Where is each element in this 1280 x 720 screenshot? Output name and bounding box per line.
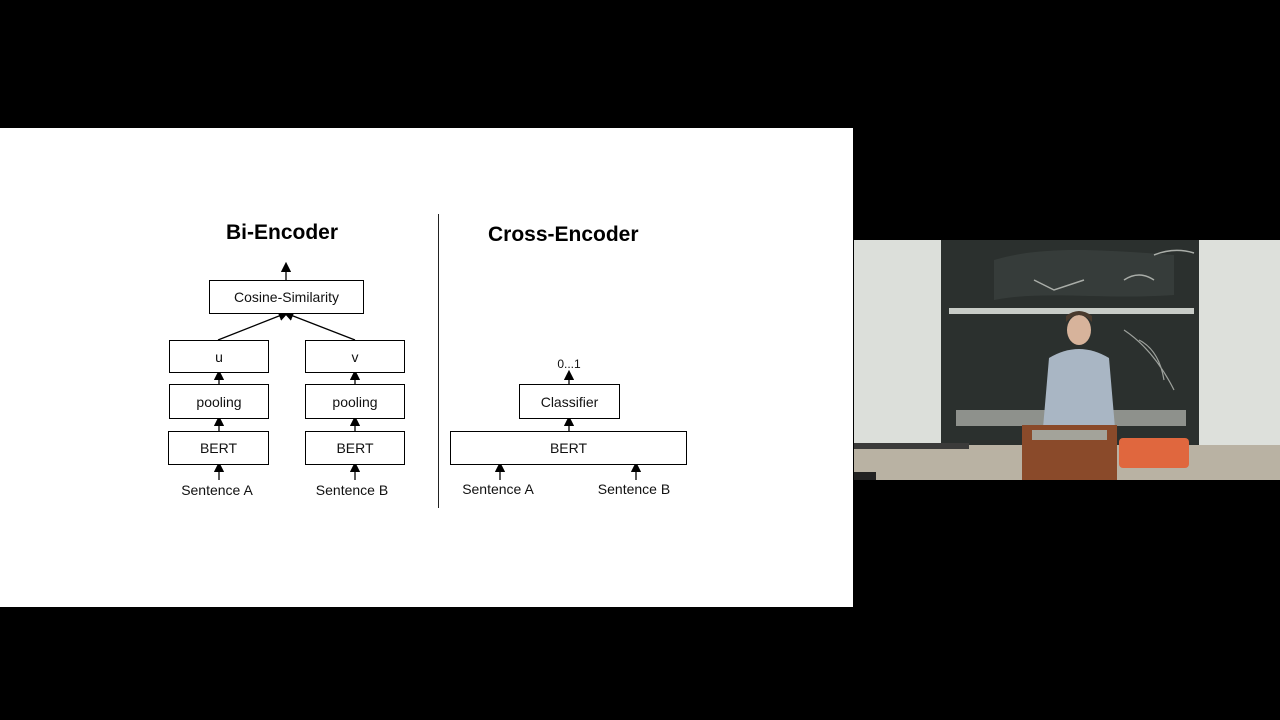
sentence-a-label: Sentence A — [181, 482, 253, 498]
cross-sentence-b-label: Sentence B — [597, 481, 671, 497]
bert-left-box: BERT — [168, 431, 269, 465]
presentation-slide: Bi-Encoder Cosine-Similarity u v pooling… — [0, 128, 853, 607]
sentence-b-label: Sentence B — [315, 482, 389, 498]
vector-u-box: u — [169, 340, 269, 373]
bert-right-box: BERT — [305, 431, 405, 465]
cross-encoder-title: Cross-Encoder — [488, 223, 639, 246]
bert-cross-box: BERT — [450, 431, 687, 465]
pooling-right-box: pooling — [305, 384, 405, 419]
output-range-label: 0...1 — [557, 357, 581, 371]
section-divider — [438, 214, 439, 508]
vector-v-box: v — [305, 340, 405, 373]
arrow-connectors — [213, 261, 642, 480]
speaker-video-image — [854, 240, 1280, 480]
bi-encoder-title: Bi-Encoder — [226, 221, 339, 244]
speaker-video-feed — [854, 240, 1280, 480]
cross-sentence-a-label: Sentence A — [462, 481, 534, 497]
classifier-box: Classifier — [519, 384, 620, 419]
cosine-similarity-box: Cosine-Similarity — [209, 280, 364, 314]
pooling-left-box: pooling — [169, 384, 269, 419]
